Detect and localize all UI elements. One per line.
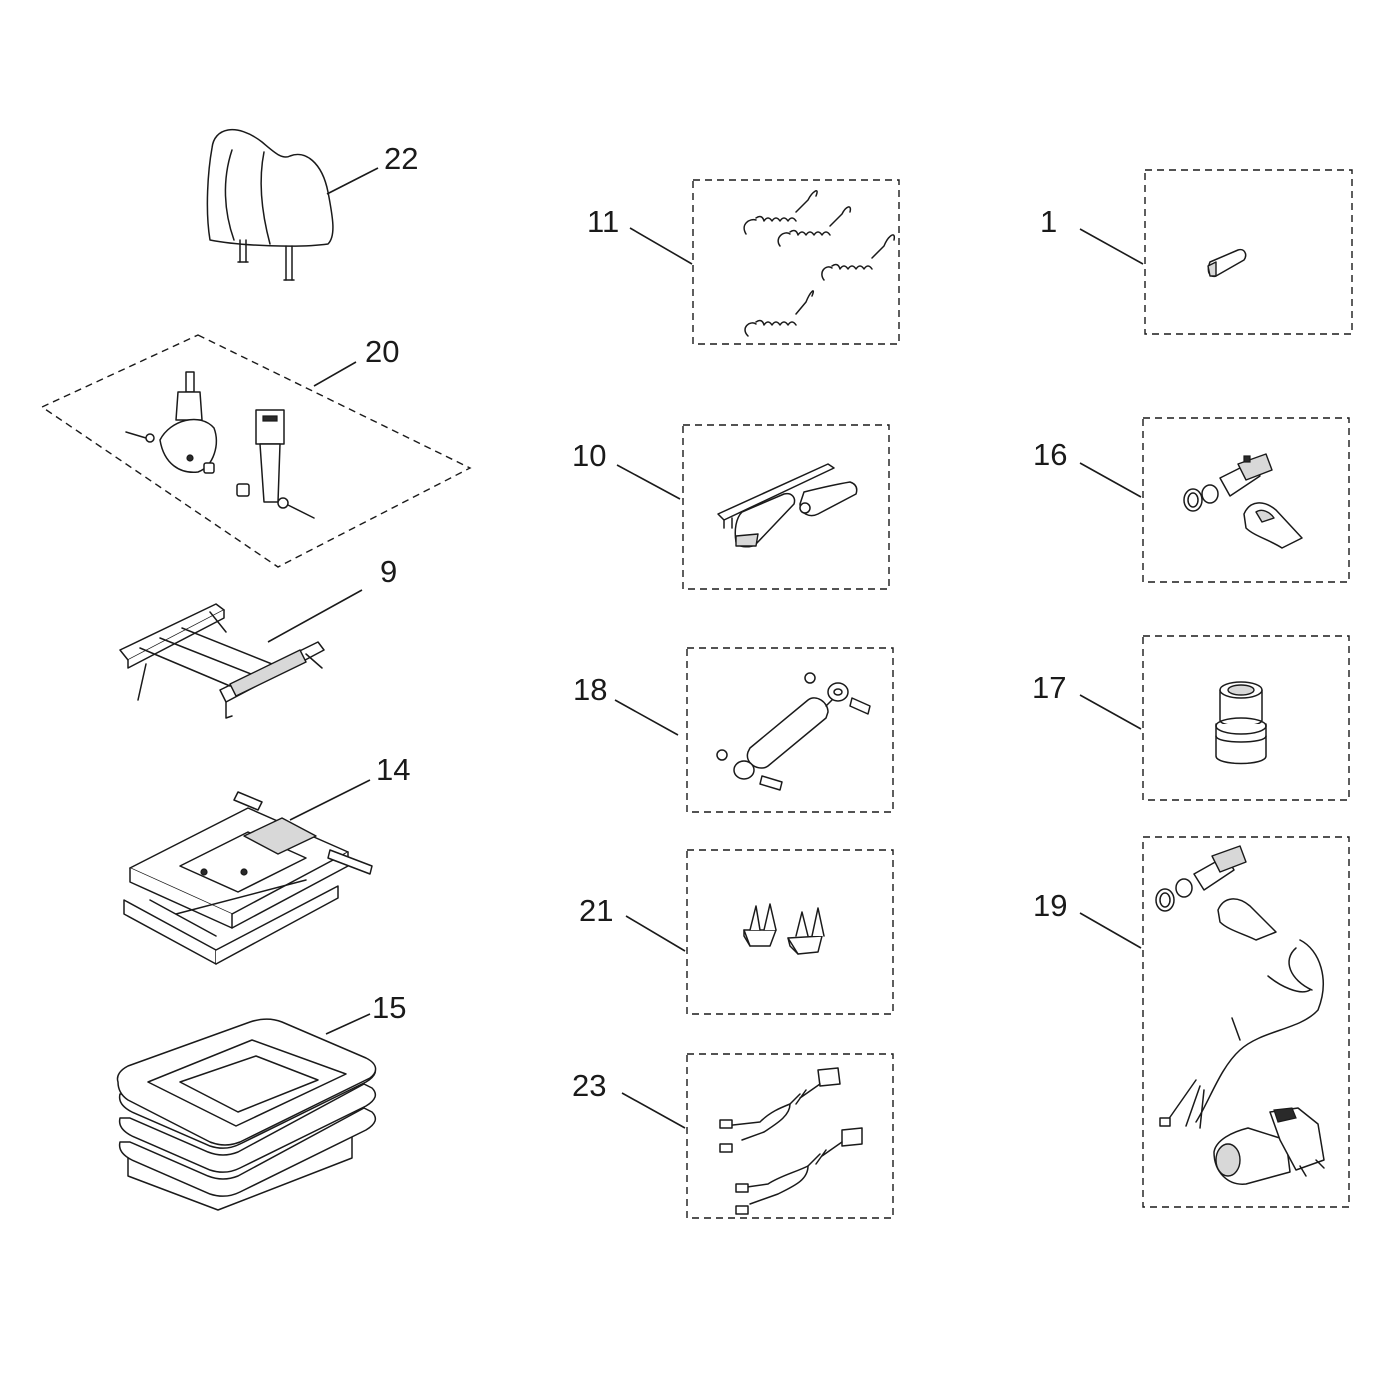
callout-21[interactable]: 21 [579,893,613,928]
callout-16[interactable]: 16 [1033,437,1067,472]
callout-17[interactable]: 17 [1032,670,1066,705]
seat-slide-part[interactable] [119,603,325,719]
spring-kit-part[interactable] [743,190,896,337]
callout-9[interactable]: 9 [380,554,397,589]
headrest-part[interactable] [206,128,334,281]
kit-box-1 [1144,169,1353,335]
shock-absorber-part[interactable] [716,672,871,791]
handle-knob-part[interactable] [1207,248,1247,278]
bellows-part[interactable] [116,1018,377,1211]
callout-15[interactable]: 15 [372,990,406,1025]
kit-box-18 [686,647,894,813]
callout-10[interactable]: 10 [572,438,606,473]
air-spring-part[interactable] [1215,681,1267,765]
callout-1[interactable]: 1 [1040,204,1057,239]
stop-bracket-part[interactable] [743,903,825,955]
kit-box-21 [686,849,894,1015]
callout-22[interactable]: 22 [384,141,418,176]
seat-belt-part[interactable] [125,371,315,519]
lever-kit-part[interactable] [717,463,858,548]
kit-box-11 [692,179,900,345]
kit-box-19 [1142,836,1350,1208]
callout-20[interactable]: 20 [365,334,399,369]
kit-box-17 [1142,635,1350,801]
kit-box-10 [682,424,890,590]
kit-box-16 [1142,417,1350,583]
kit-box-23 [686,1053,894,1219]
wiring-harness-part[interactable] [719,1067,863,1215]
callout-14[interactable]: 14 [376,752,410,787]
callout-11[interactable]: 11 [587,204,619,239]
callout-19[interactable]: 19 [1033,888,1067,923]
callout-23[interactable]: 23 [572,1068,606,1103]
callout-18[interactable]: 18 [573,672,607,707]
suspension-base-part[interactable] [123,791,373,965]
compressor-part[interactable] [1155,845,1325,1185]
height-valve-part[interactable] [1183,453,1303,549]
kit-outline-20 [40,334,472,568]
